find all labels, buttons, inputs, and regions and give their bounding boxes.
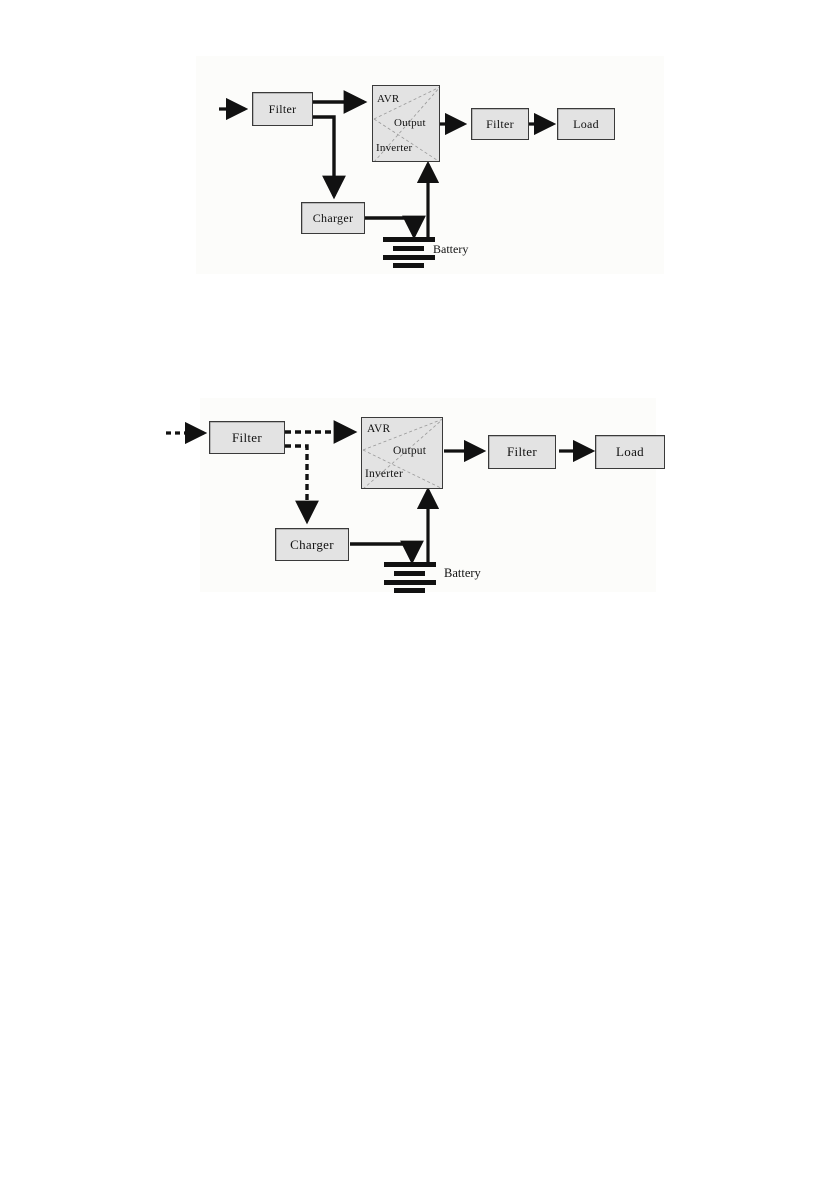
block-label: Filter bbox=[486, 116, 514, 131]
battery-plate-long bbox=[384, 580, 436, 585]
block-input-filter[interactable]: Filter bbox=[252, 92, 313, 126]
avr-label: AVR bbox=[377, 93, 400, 105]
block-label: Charger bbox=[312, 210, 354, 225]
connector-filter-to-charger bbox=[313, 115, 346, 200]
diagram-ups-line-mode: Filter AVR Output Inverter Filter Load C… bbox=[0, 0, 840, 330]
battery-label: Battery bbox=[433, 242, 469, 256]
block-label: Filter bbox=[268, 101, 297, 116]
battery-plate-long bbox=[383, 237, 435, 242]
block-load[interactable]: Load bbox=[557, 108, 615, 140]
battery-symbol-icon bbox=[383, 237, 439, 268]
avr-inverter-bowtie-icon bbox=[373, 87, 439, 161]
diagram1-connector-layer bbox=[219, 90, 557, 242]
battery-plate-long bbox=[384, 562, 436, 567]
battery-plate-short bbox=[393, 263, 424, 268]
block-avr-inverter[interactable]: AVR Output Inverter bbox=[372, 85, 440, 162]
output-label: Output bbox=[393, 445, 427, 457]
connector-charger-to-battery bbox=[364, 215, 426, 240]
avr-label: AVR bbox=[367, 423, 391, 435]
output-label: Output bbox=[394, 117, 426, 129]
avr-inverter-bowtie-icon bbox=[362, 418, 442, 488]
block-input-filter[interactable]: Filter bbox=[209, 421, 285, 454]
block-output-filter[interactable]: Filter bbox=[471, 108, 529, 140]
battery-plate-short bbox=[394, 588, 425, 593]
connector-charger-to-battery bbox=[350, 540, 424, 565]
battery-plate-short bbox=[393, 246, 424, 251]
block-label: Charger bbox=[290, 536, 334, 552]
block-charger[interactable]: Charger bbox=[275, 528, 349, 561]
connector-filter-to-charger bbox=[285, 444, 319, 525]
block-label: Load bbox=[616, 444, 644, 459]
block-load[interactable]: Load bbox=[595, 435, 665, 469]
battery-symbol-icon bbox=[384, 562, 440, 593]
block-label: Filter bbox=[232, 429, 262, 445]
block-charger[interactable]: Charger bbox=[301, 202, 365, 234]
block-label: Filter bbox=[507, 444, 537, 459]
block-avr-inverter[interactable]: AVR Output Inverter bbox=[361, 417, 443, 489]
battery-plate-long bbox=[383, 255, 435, 260]
battery-label: Battery bbox=[444, 566, 481, 580]
block-output-filter[interactable]: Filter bbox=[488, 435, 556, 469]
inverter-label: Inverter bbox=[365, 468, 403, 480]
inverter-label: Inverter bbox=[376, 142, 413, 154]
battery-plate-short bbox=[394, 571, 425, 576]
block-label: Load bbox=[573, 116, 599, 131]
